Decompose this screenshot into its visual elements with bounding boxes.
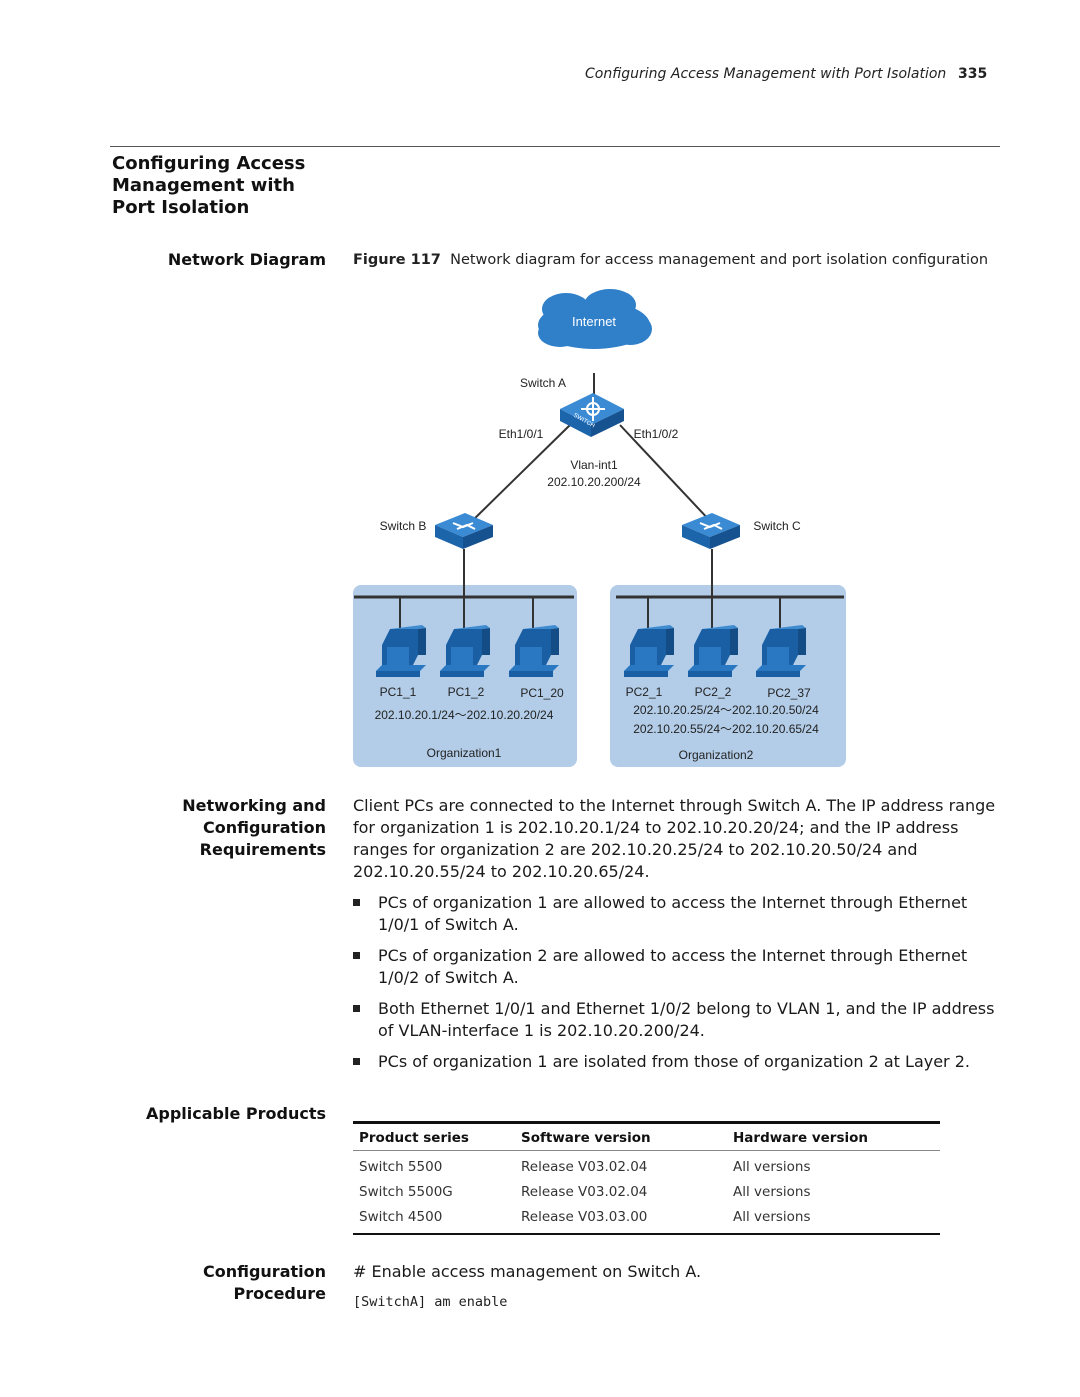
- pc-label: PC1_2: [448, 685, 485, 699]
- table-cell: All versions: [727, 1204, 940, 1235]
- table-header-row: Product series Software version Hardware…: [353, 1121, 940, 1151]
- page-number: 335: [958, 66, 988, 82]
- pc-label: PC2_1: [626, 685, 663, 699]
- list-item-text: PCs of organization 1 are allowed to acc…: [378, 893, 968, 934]
- internet-label: Internet: [572, 314, 616, 329]
- table-cell: Switch 5500G: [359, 1184, 453, 1200]
- pc-label: PC1_1: [380, 685, 417, 699]
- table-row: Switch 5500 Release V03.02.04 All versio…: [353, 1151, 940, 1180]
- list-item: PCs of organization 1 are isolated from …: [353, 1051, 1003, 1073]
- table-cell: Release V03.02.04: [521, 1184, 648, 1200]
- table-cell: Switch 4500: [353, 1204, 515, 1235]
- list-item: PCs of organization 1 are allowed to acc…: [353, 892, 1003, 936]
- vlan-ip-label: 202.10.20.200/24: [547, 475, 641, 489]
- list-item-text: PCs of organization 1 are isolated from …: [378, 1052, 970, 1071]
- requirements-heading-line: Requirements: [199, 840, 326, 859]
- table-cell: Release V03.02.04: [521, 1159, 648, 1175]
- bullet-icon: [353, 899, 360, 906]
- pc-label: PC2_37: [767, 686, 811, 700]
- table-row: Switch 4500 Release V03.03.00 All versio…: [353, 1204, 940, 1235]
- table-cell: Release V03.03.00: [515, 1204, 727, 1235]
- requirements-heading: Networking and Configuration Requirement…: [110, 795, 326, 861]
- switch-c-icon: [681, 512, 741, 550]
- org1-name: Organization1: [427, 746, 502, 760]
- column-header: Software version: [515, 1121, 727, 1151]
- table-cell: All versions: [733, 1184, 811, 1200]
- switch-b-icon: [434, 512, 494, 550]
- bullet-icon: [353, 1058, 360, 1065]
- table-cell: Switch 5500: [359, 1159, 443, 1175]
- section-title-line: Management with: [112, 175, 295, 196]
- table-row: Switch 5500G Release V03.02.04 All versi…: [353, 1179, 940, 1204]
- link-switch-a-switch-b: [469, 424, 571, 524]
- network-diagram-heading: Network Diagram: [167, 250, 326, 269]
- switch-a-icon: [560, 393, 624, 437]
- bullet-icon: [353, 1005, 360, 1012]
- figure-caption: Figure 117 Network diagram for access ma…: [353, 252, 988, 268]
- eth2-label: Eth1/0/2: [634, 427, 679, 441]
- section-title-line: Configuring Access: [112, 153, 306, 174]
- list-item: Both Ethernet 1/0/1 and Ethernet 1/0/2 b…: [353, 998, 1003, 1042]
- pc-label: PC1_20: [520, 686, 564, 700]
- applicable-products-heading: Applicable Products: [145, 1104, 326, 1123]
- table-cell: All versions: [733, 1159, 811, 1175]
- switch-b-label: Switch B: [380, 519, 427, 533]
- internet-cloud-icon: [538, 289, 652, 349]
- switch-c-label: Switch C: [753, 519, 801, 533]
- requirements-heading-line: Configuration: [202, 818, 326, 837]
- org2-range: 202.10.20.25/24～202.10.20.50/24: [633, 703, 819, 717]
- list-item-text: PCs of organization 2 are allowed to acc…: [378, 946, 968, 987]
- figure-label: Figure 117: [353, 252, 441, 268]
- requirements-intro: Client PCs are connected to the Internet…: [353, 796, 996, 881]
- link-switch-a-switch-c: [619, 424, 713, 524]
- pc-label: PC2_2: [695, 685, 732, 699]
- configuration-procedure-heading: Configuration Procedure: [202, 1262, 326, 1303]
- org2-name: Organization2: [679, 748, 754, 762]
- network-diagram: Internet Switch A SWITCH Eth1/0/1 Eth1/0…: [353, 289, 846, 767]
- requirements-heading-line: Networking and: [182, 796, 326, 815]
- products-table: Product series Software version Hardware…: [353, 1121, 940, 1235]
- org1-range: 202.10.20.1/24～202.10.20.20/24: [375, 708, 554, 722]
- list-item-text: Both Ethernet 1/0/1 and Ethernet 1/0/2 b…: [378, 999, 995, 1040]
- column-header: Hardware version: [727, 1121, 940, 1151]
- header-rule: [110, 146, 1000, 147]
- switch-a-label: Switch A: [520, 376, 566, 390]
- eth1-label: Eth1/0/1: [499, 427, 544, 441]
- running-title: Configuring Access Management with Port …: [585, 66, 947, 82]
- procedure-step: # Enable access management on Switch A.: [353, 1262, 702, 1281]
- vlan-label: Vlan-int1: [570, 458, 618, 472]
- figure-caption-text: Network diagram for access management an…: [450, 252, 989, 268]
- section-title: Configuring Access Management with Port …: [112, 153, 305, 219]
- list-item: PCs of organization 2 are allowed to acc…: [353, 945, 1003, 989]
- org2-range: 202.10.20.55/24～202.10.20.65/24: [633, 722, 819, 736]
- section-title-line: Port Isolation: [112, 197, 250, 218]
- command-line: [SwitchA] am enable: [353, 1294, 508, 1310]
- column-header: Product series: [353, 1121, 515, 1151]
- bullet-icon: [353, 952, 360, 959]
